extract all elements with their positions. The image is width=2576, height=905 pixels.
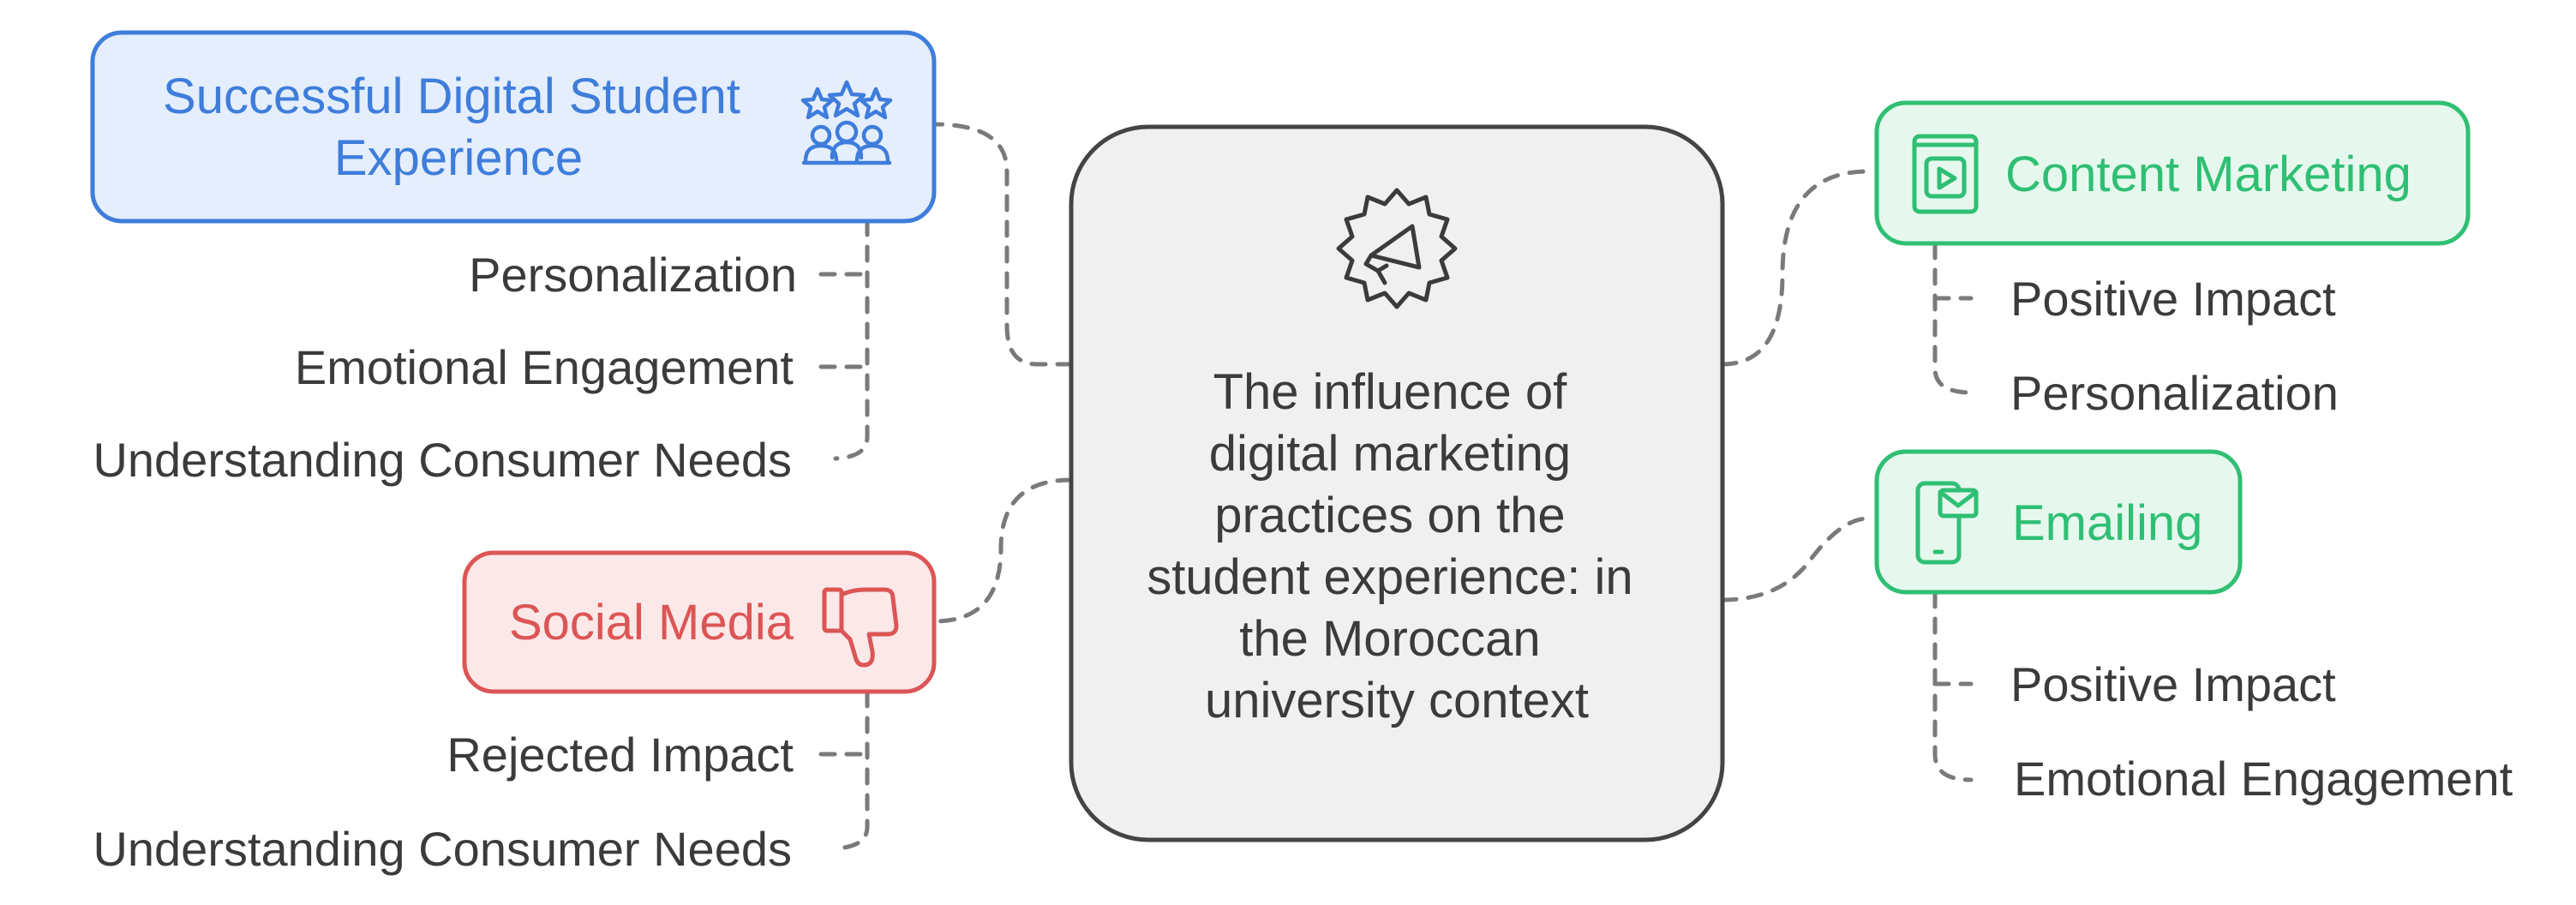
center-line-2: digital marketing bbox=[1209, 426, 1571, 482]
phone-mail-icon bbox=[1915, 481, 1979, 565]
leaf-success-emotional-engagement: Emotional Engagement bbox=[295, 340, 794, 394]
center-line-5: the Moroccan bbox=[1239, 611, 1540, 667]
connector-success bbox=[932, 122, 1074, 367]
leaf-content-positive-impact: Positive Impact bbox=[2010, 272, 2336, 326]
center-title: The influence of digital marketing pract… bbox=[1147, 364, 1647, 728]
center-line-1: The influence of bbox=[1213, 364, 1568, 420]
leaf-content-personalization: Personalization bbox=[2010, 366, 2339, 420]
node-success-line-2: Experience bbox=[334, 130, 583, 186]
leaf-connector-success bbox=[833, 219, 870, 461]
leaf-email-emotional-engagement: Emotional Engagement bbox=[2014, 752, 2513, 806]
leaf-social-understanding-needs: Understanding Consumer Needs bbox=[93, 822, 792, 876]
leaf-success-understanding-needs: Understanding Consumer Needs bbox=[93, 433, 792, 487]
video-book-icon bbox=[1912, 134, 1979, 214]
node-social: Social Media bbox=[462, 550, 937, 694]
node-content-box bbox=[1874, 100, 2471, 246]
megaphone-gear-icon bbox=[1336, 188, 1458, 309]
leaf-connector-email bbox=[1932, 590, 1974, 782]
thumbs-down-icon bbox=[822, 587, 899, 668]
node-success-label: Successful Digital Student Experience bbox=[163, 69, 754, 186]
stars-people-icon bbox=[800, 80, 893, 165]
connector-email bbox=[1720, 516, 1871, 602]
node-social-box bbox=[462, 550, 937, 694]
connector-content bbox=[1720, 169, 1871, 367]
node-email: Emailing bbox=[1874, 449, 2243, 595]
leaf-email-positive-impact: Positive Impact bbox=[2010, 657, 2336, 711]
center-node: The influence of digital marketing pract… bbox=[1069, 124, 1725, 842]
center-line-3: practices on the bbox=[1214, 488, 1565, 543]
node-social-label: Social Media bbox=[509, 595, 794, 650]
center-node-box bbox=[1069, 124, 1725, 842]
node-content-label: Content Marketing bbox=[2005, 147, 2411, 202]
connectors bbox=[932, 122, 1871, 624]
center-line-4: student experience: in bbox=[1147, 549, 1632, 605]
node-email-box bbox=[1874, 449, 2243, 595]
leaf-connector-social bbox=[833, 690, 870, 851]
leaf-success-personalization: Personalization bbox=[469, 248, 797, 302]
node-email-label: Emailing bbox=[2012, 495, 2202, 551]
node-success: Successful Digital Student Experience bbox=[90, 30, 937, 224]
node-success-line-1: Successful Digital Student bbox=[163, 69, 740, 124]
leaf-connectors bbox=[818, 219, 1974, 851]
connector-social bbox=[932, 477, 1074, 624]
node-success-box bbox=[90, 30, 937, 224]
node-content: Content Marketing bbox=[1874, 100, 2471, 246]
center-line-6: university context bbox=[1205, 673, 1589, 728]
leaf-connector-content bbox=[1932, 242, 1974, 395]
leaf-social-rejected-impact: Rejected Impact bbox=[446, 728, 794, 782]
